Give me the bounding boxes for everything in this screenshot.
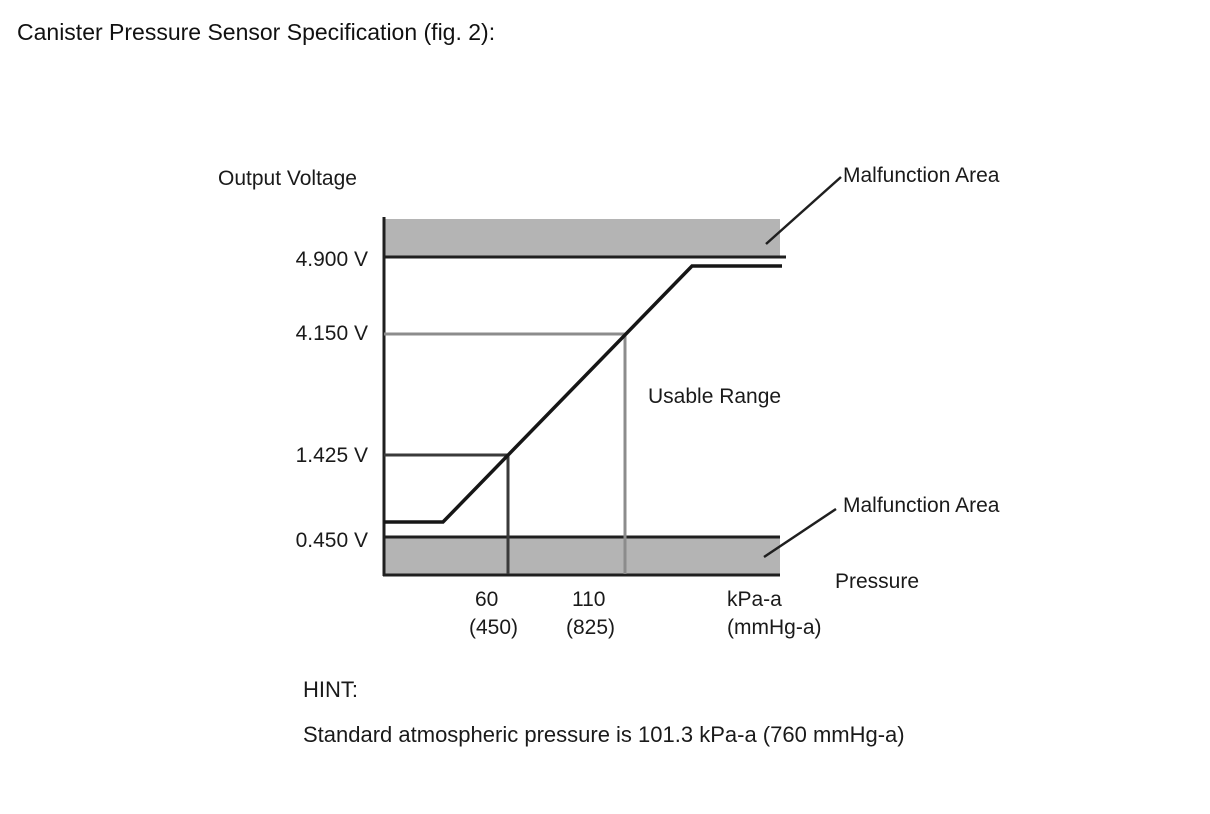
- x-tick-450-mmhg: (450): [469, 616, 519, 639]
- x-axis-title: Pressure: [835, 570, 920, 593]
- x-tick-110-kpa: 110: [572, 588, 606, 611]
- usable-range-label: Usable Range: [648, 385, 782, 408]
- x-tick-825-mmhg: (825): [566, 616, 616, 639]
- x-tick-60-kpa: 60: [475, 588, 499, 611]
- x-unit-kpa: kPa-a: [727, 588, 782, 611]
- leader-line-malfunction-top: [765, 176, 842, 245]
- hint-text: Standard atmospheric pressure is 101.3 k…: [303, 722, 905, 747]
- y-axis-title: Output Voltage: [218, 167, 357, 190]
- hint-heading: HINT:: [303, 677, 358, 702]
- y-tick-1425: 1.425 V: [295, 444, 368, 467]
- malfunction-area-label-top: Malfunction Area: [843, 164, 1000, 187]
- figure-title: Canister Pressure Sensor Specification (…: [17, 19, 496, 45]
- y-tick-0450: 0.450 V: [295, 529, 368, 552]
- leader-line-malfunction-bottom: [763, 507, 837, 559]
- malfunction-band-top: [384, 219, 780, 257]
- y-tick-4900: 4.900 V: [295, 248, 368, 271]
- y-tick-4150: 4.150 V: [295, 322, 368, 345]
- sensor-output-curve: [384, 264, 782, 524]
- malfunction-area-label-bottom: Malfunction Area: [843, 494, 1000, 517]
- x-unit-mmhg: (mmHg-a): [727, 616, 822, 639]
- malfunction-band-bottom: [384, 537, 780, 575]
